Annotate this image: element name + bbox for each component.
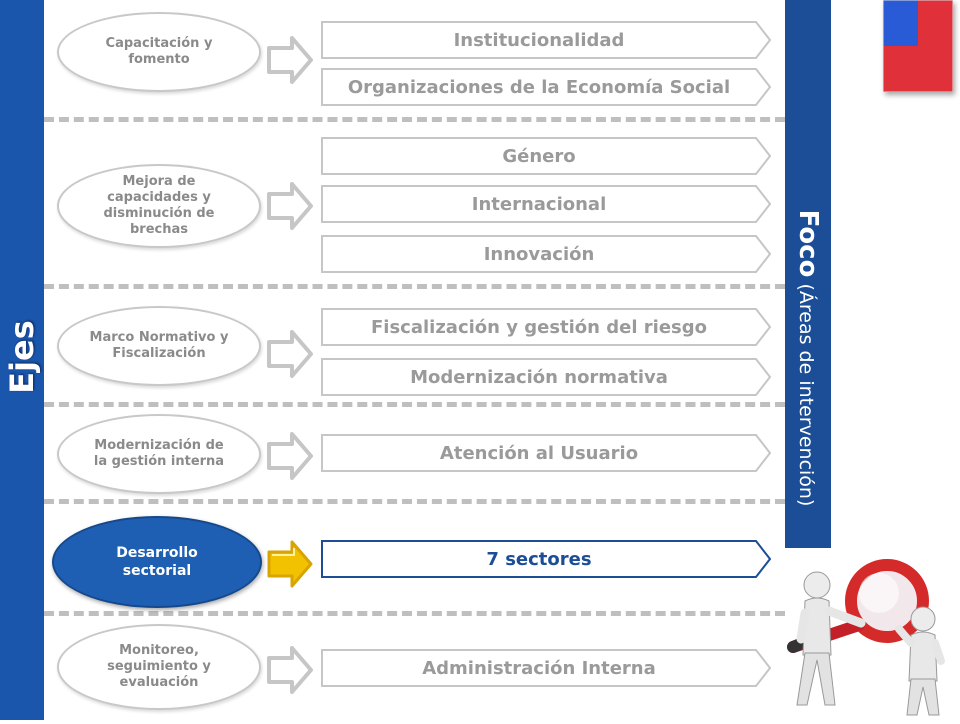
area-chevron[interactable]: Innovación [321, 235, 771, 273]
area-label: Institucionalidad [453, 29, 625, 51]
separator [44, 611, 785, 616]
area-label: Género [502, 145, 576, 167]
focus-bar: Foco (Áreas de intervención) [785, 0, 831, 548]
area-chevron-active[interactable]: 7 sectores [321, 540, 771, 578]
right-arrow-icon [264, 178, 316, 234]
area-label: Innovación [483, 243, 595, 265]
area-chevron[interactable]: Administración Interna [321, 649, 771, 687]
separator [44, 117, 785, 122]
axis-oval[interactable]: Monitoreo, seguimiento y evaluación [57, 624, 261, 710]
area-label: Organizaciones de la Economía Social [347, 76, 731, 98]
area-chevron[interactable]: Modernización normativa [321, 358, 771, 396]
area-label: Internacional [471, 193, 607, 215]
separator [44, 402, 785, 407]
right-arrow-icon [264, 536, 316, 592]
axis-oval[interactable]: Capacitación y fomento [57, 12, 261, 92]
area-chevron[interactable]: Organizaciones de la Economía Social [321, 68, 771, 106]
magnifier-people-icon [775, 555, 960, 720]
axis-oval[interactable]: Marco Normativo y Fiscalización [57, 306, 261, 386]
axes-label: Ejes [3, 320, 41, 394]
axis-oval-active[interactable]: Desarrollo sectorial [52, 516, 262, 608]
area-chevron[interactable]: Atención al Usuario [321, 434, 771, 472]
right-arrow-icon [264, 642, 316, 698]
right-arrow-icon [264, 326, 316, 382]
area-chevron[interactable]: Fiscalización y gestión del riesgo [321, 308, 771, 346]
focus-title: Foco [793, 209, 823, 278]
focus-subtitle: (Áreas de intervención) [795, 283, 817, 507]
axis-oval[interactable]: Mejora de capacidades y disminución de b… [57, 164, 261, 248]
separator [44, 499, 785, 504]
axes-bar: Ejes [0, 0, 44, 720]
area-label: Modernización normativa [410, 366, 668, 388]
separator [44, 284, 785, 289]
right-arrow-icon [264, 32, 316, 88]
area-chevron[interactable]: Género [321, 137, 771, 175]
area-label: Administración Interna [422, 657, 656, 679]
area-label: 7 sectores [486, 548, 592, 570]
area-label: Atención al Usuario [439, 442, 639, 464]
chile-flag-icon [882, 0, 954, 93]
right-arrow-icon [264, 428, 316, 484]
area-chevron[interactable]: Institucionalidad [321, 21, 771, 59]
area-label: Fiscalización y gestión del riesgo [370, 316, 708, 338]
focus-label: Foco (Áreas de intervención) [793, 210, 823, 507]
area-chevron[interactable]: Internacional [321, 185, 771, 223]
axis-oval[interactable]: Modernización de la gestión interna [57, 414, 261, 494]
